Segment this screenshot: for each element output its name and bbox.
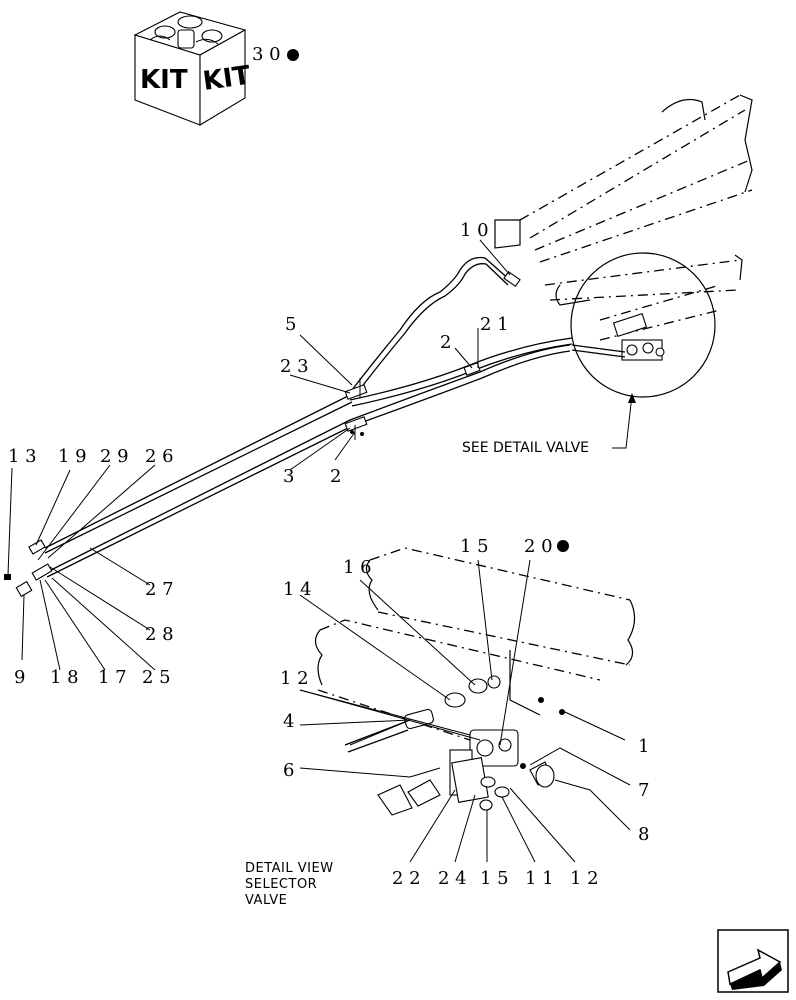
callout-7: 7	[638, 780, 649, 801]
callout-25: 2 5	[142, 667, 171, 688]
valve-detail-small	[571, 284, 721, 361]
callout-16: 1 6	[343, 557, 372, 578]
callout-2-upper: 2	[440, 332, 451, 353]
filled-dot-icon	[557, 540, 569, 552]
callout-14: 1 4	[283, 579, 312, 600]
callout-13: 1 3	[8, 446, 37, 467]
callout-2-lower: 2	[330, 466, 341, 487]
selector-valve-detail	[314, 547, 636, 816]
next-page-button[interactable]	[717, 929, 789, 993]
callout-6: 6	[283, 760, 294, 781]
callout-28: 2 8	[145, 624, 174, 645]
kit-label-right: KIT	[201, 61, 253, 97]
callout-27: 2 7	[145, 579, 174, 600]
leader-lines	[7, 239, 631, 863]
detail-caption-line3: VALVE	[245, 893, 287, 908]
detail-caption-line2: SELECTOR	[245, 877, 317, 892]
callout-kit-30: 3 0	[252, 44, 281, 65]
callout-23: 2 3	[280, 356, 309, 377]
hydraulic-hose-assembly	[4, 256, 573, 598]
callout-19: 1 9	[58, 446, 87, 467]
filled-dot-icon	[287, 49, 299, 61]
callout-9: 9	[14, 667, 25, 688]
kit-box-icon: KIT KIT	[133, 11, 253, 126]
callout-10: 1 0	[460, 220, 489, 241]
frame-outline	[494, 94, 753, 306]
callout-20: 2 0	[524, 536, 553, 557]
arrow-next-icon	[727, 948, 782, 990]
detail-caption-line1: DETAIL VIEW	[245, 861, 334, 876]
callout-12-upper: 1 2	[280, 668, 309, 689]
callout-11: 1 1	[525, 868, 554, 889]
callout-15-upper: 1 5	[460, 536, 489, 557]
callout-3: 3	[283, 466, 294, 487]
callout-21: 2 1	[480, 314, 509, 335]
callout-12-lower: 1 2	[570, 868, 599, 889]
see-detail-valve-text: SEE DETAIL VALVE	[462, 440, 589, 456]
callout-18: 1 8	[50, 667, 79, 688]
callout-29: 2 9	[100, 446, 129, 467]
callout-1: 1	[638, 736, 649, 757]
callout-4: 4	[283, 711, 294, 732]
kit-label-left: KIT	[140, 65, 188, 95]
callout-17: 1 7	[98, 667, 127, 688]
callout-8: 8	[638, 824, 649, 845]
callout-24: 2 4	[438, 868, 467, 889]
callout-5: 5	[285, 314, 296, 335]
callout-26: 2 6	[145, 446, 174, 467]
detail-circle	[570, 252, 716, 398]
callout-22: 2 2	[392, 868, 421, 889]
callout-15-lower: 1 5	[480, 868, 509, 889]
